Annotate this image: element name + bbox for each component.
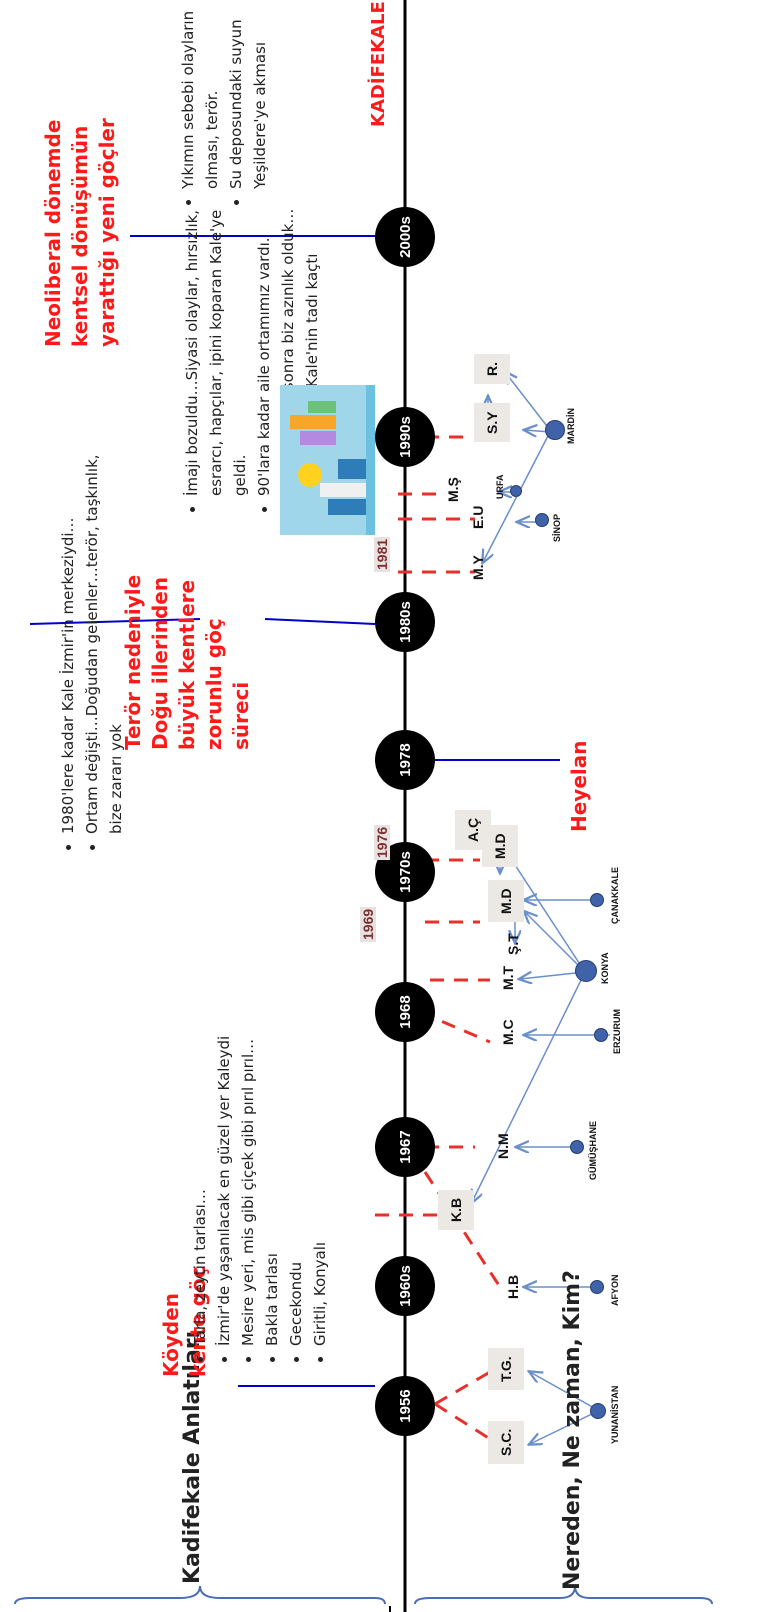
person-st: Ş.T <box>505 933 521 955</box>
narrative-item: 1980'lere kadar Kale İzmir'in merkeziydi… <box>56 454 80 834</box>
narratives-destruction: Yıkımın sebebi olayların olması, terör. … <box>176 0 272 207</box>
arrow-yunanistan-sc <box>530 1411 597 1444</box>
mid-year-1981: 1981 <box>374 536 390 572</box>
person-tg: T.G. <box>488 1348 524 1390</box>
narratives-early: Tarla, zeytin tarlası… İzmir'de yaşanıla… <box>188 986 332 1364</box>
top-bracket <box>14 1585 386 1605</box>
mid-year-1976: 1976 <box>374 824 390 860</box>
place-afyon: AFYON <box>610 1274 620 1307</box>
place-dot-canakkale <box>590 893 604 907</box>
narrative-item: 90'lara kadar aile ortamımız vardı. <box>252 196 276 496</box>
arrow-konya-kb <box>472 971 586 1202</box>
mid-year-1969: 1969 <box>360 906 376 942</box>
place-dot-sinop <box>535 513 549 527</box>
timeline-node-1990s: 1990s <box>375 407 435 467</box>
place-dot-yunanistan <box>590 1403 606 1419</box>
person-nm: N.M <box>495 1133 511 1159</box>
narrative-item: Su deposundaki suyun Yeşildere'ye akması <box>224 0 272 189</box>
narratives-before-1980: 1980'lere kadar Kale İzmir'in merkeziydi… <box>56 454 128 852</box>
origin-label: Nereden, Ne zaman, Kim? <box>560 1270 585 1590</box>
person-my: M.Y <box>470 555 486 580</box>
person-sc: S.C. <box>488 1420 524 1464</box>
narrative-item: Yıkımın sebebi olayların olması, terör. <box>176 0 224 189</box>
place-dot-gumushane <box>570 1140 584 1154</box>
person-mc: M.C <box>500 1019 516 1045</box>
person-r: R. <box>474 354 510 384</box>
narrative-item: Giritli, Konyalı <box>308 986 332 1346</box>
bottom-bracket <box>414 1585 713 1605</box>
timeline-node-2000s: 2000s <box>375 207 435 267</box>
person-kb: K.B <box>438 1189 474 1230</box>
place-gumushane: GÜMÜŞHANE <box>588 1120 598 1180</box>
person-md-1: M.D <box>488 880 524 922</box>
person-eu: E.U <box>470 505 486 529</box>
timeline-node-1978: 1978 <box>375 730 435 790</box>
narrative-item: İzmir'de yaşanılacak en güzel yer Kaleyd… <box>212 986 236 1346</box>
narrative-item: Mesire yeri, mis gibi çiçek gibi pırıl p… <box>236 986 260 1346</box>
person-sy: S.Y <box>474 403 510 442</box>
title-landslide: Heyelan <box>567 740 591 833</box>
arrow-mardin-r <box>505 372 551 431</box>
place-mardin: MARDİN <box>566 408 576 444</box>
arrow-konya-mt <box>520 972 586 979</box>
timeline-node-1956: 1956 <box>375 1376 435 1436</box>
place-konya: KONYA <box>600 952 610 984</box>
place-erzurum: ERZURUM <box>612 1009 622 1054</box>
person-ac: A.Ç <box>455 809 491 850</box>
arrow-mardin-my <box>483 431 551 562</box>
arrow-yunanistan-tg <box>530 1372 597 1410</box>
place-dot-erzurum <box>594 1028 608 1042</box>
narrative-item: Tarla, zeytin tarlası… <box>188 986 212 1346</box>
place-dot-afyon <box>590 1280 604 1294</box>
timeline-node-1967: 1967 <box>375 1117 435 1177</box>
place-canakkale: ÇANAKKALE <box>610 867 620 924</box>
narrative-item: Gecekondu <box>284 986 308 1346</box>
place-dot-urfa <box>510 485 522 497</box>
timeline-node-1968: 1968 <box>375 982 435 1042</box>
narrative-item: İmajı bozuldu…Siyasi olaylar, hırsızlık,… <box>180 196 252 496</box>
person-ms: M.Ş <box>445 477 461 502</box>
place-yunanistan: YUNANİSTAN <box>610 1385 620 1444</box>
title-terror: Terör nedeniyle Doğu illerinden büyük ke… <box>121 574 253 750</box>
arrow-konya-md <box>525 912 586 973</box>
place-sinop: SİNOP <box>552 513 562 542</box>
timeline-node-1960s: 1960s <box>375 1256 435 1316</box>
person-mt: M.T <box>500 965 516 990</box>
timeline-node-1980s: 1980s <box>375 592 435 652</box>
place-dot-konya <box>575 960 597 982</box>
connector-1980s-bottom <box>264 618 376 625</box>
dash-1956-b <box>434 1402 491 1441</box>
title-neoliberal: Neoliberal dönemde kentsel dönüşümün yar… <box>41 118 119 347</box>
town-illustration <box>280 385 375 535</box>
place-urfa: URFA <box>495 474 505 500</box>
narrative-item: Bakla tarlası <box>260 986 284 1346</box>
kadifekale-label: KADİFEKALE <box>368 1 389 127</box>
narrative-item: Ortam değişti…Doğudan gelenler…terör, ta… <box>80 454 128 834</box>
person-hb: H.B <box>505 1274 521 1299</box>
place-dot-mardin <box>545 420 565 440</box>
dash-1956-a <box>434 1370 491 1406</box>
connector-1980s-top <box>29 618 201 625</box>
